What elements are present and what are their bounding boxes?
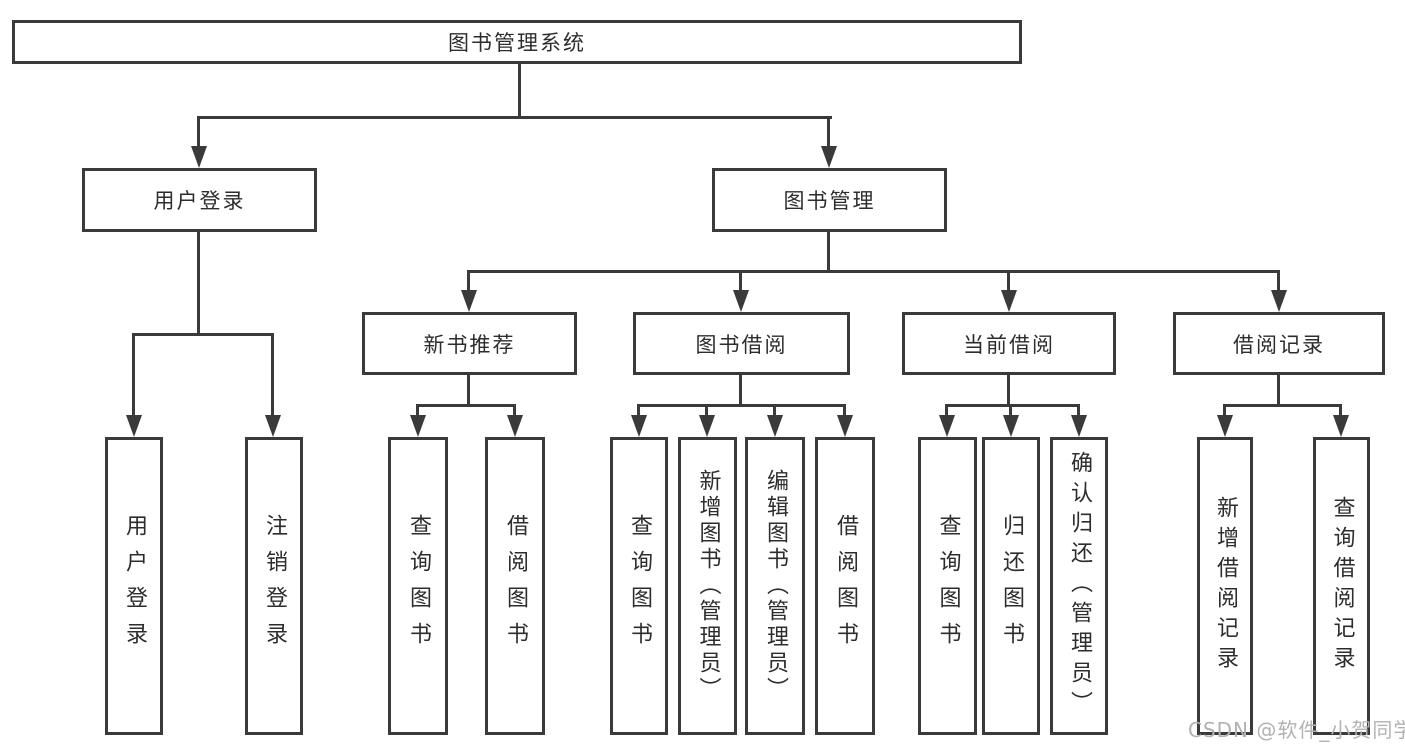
leaf-label: 新增借阅记录 [1213,496,1238,676]
connector-line [197,116,832,119]
connector-line [467,270,470,292]
arrow-down-icon [1071,415,1087,437]
leaf-label: 查询图书 [935,514,961,658]
leaf-label: 确认归还（管理员） [1067,451,1092,721]
node-new-book-recommendation: 新书推荐 [362,312,577,375]
leaf-label: 借阅图书 [503,514,528,658]
arrow-down-icon [1333,415,1349,437]
arrow-down-icon [265,415,281,437]
connector-line [513,404,516,417]
leaf-label: 查询图书 [627,514,652,658]
connector-line [271,333,274,417]
arrow-down-icon [461,290,477,312]
connector-line [739,270,742,292]
node-book-management: 图书管理 [712,168,947,232]
leaf-add-books-admin: 新增图书（管理员） [678,437,737,735]
leaf-label: 归还图书 [999,514,1024,658]
arrow-down-icon [410,415,426,437]
leaf-confirm-return-admin: 确认归还（管理员） [1050,437,1108,735]
connector-line [1007,375,1010,407]
connector-line [827,232,830,273]
leaf-label: 用户登录 [122,514,147,658]
leaf-label: 借阅图书 [833,514,858,658]
arrow-down-icon [191,146,207,168]
connector-line [467,375,470,407]
leaf-borrow-books: 借阅图书 [815,437,875,735]
leaf-borrow-books: 借阅图书 [485,437,545,735]
connector-line [416,404,419,417]
connector-line [843,404,846,417]
connector-line [197,116,200,148]
arrow-down-icon [837,415,853,437]
arrow-down-icon [821,146,837,168]
connector-line [1277,270,1280,292]
leaf-user-login: 用户登录 [105,437,163,735]
connector-line [1223,404,1226,417]
arrow-down-icon [126,415,142,437]
connector-line [132,333,274,336]
node-label: 新书推荐 [423,332,516,357]
arrow-down-icon [699,415,715,437]
connector-line [467,270,1280,273]
leaf-return-books: 归还图书 [982,437,1040,735]
connector-line [637,404,640,417]
node-label: 当前借阅 [963,332,1055,357]
node-library-management-system: 图书管理系统 [12,20,1022,64]
connector-line [1007,270,1010,292]
connector-line [197,232,200,336]
leaf-add-borrow-record: 新增借阅记录 [1197,437,1253,735]
node-user-login: 用户登录 [82,168,317,232]
leaf-query-books: 查询图书 [918,437,977,735]
connector-line [518,64,521,119]
connector-line [1277,375,1280,407]
connector-line [416,404,516,407]
node-borrowing-records: 借阅记录 [1173,312,1385,375]
arrow-down-icon [1001,290,1017,312]
arrow-down-icon [1003,415,1019,437]
csdn-watermark: CSDN @软件_小贺同学 [1188,718,1405,742]
node-label: 图书管理 [783,189,876,213]
arrow-down-icon [767,415,783,437]
node-label: 图书管理系统 [448,31,586,55]
leaf-label: 新增图书（管理员） [695,469,721,703]
leaf-query-books: 查询图书 [610,437,668,735]
arrow-down-icon [939,415,955,437]
connector-line [739,375,742,407]
arrow-down-icon [1271,290,1287,312]
connector-line [827,116,830,148]
node-label: 用户登录 [153,189,246,213]
connector-line [773,404,776,417]
arrow-down-icon [1217,415,1233,437]
leaf-label: 查询图书 [406,514,431,658]
connector-line [945,404,948,417]
node-book-borrowing: 图书借阅 [633,312,850,375]
leaf-query-books: 查询图书 [388,437,448,735]
connector-line [1223,404,1342,407]
node-label: 图书借阅 [695,332,788,357]
connector-line [1077,404,1080,417]
node-label: 借阅记录 [1233,332,1325,357]
leaf-label: 查询借阅记录 [1329,496,1355,676]
connector-line [1339,404,1342,417]
leaf-edit-books-admin: 编辑图书（管理员） [745,437,805,735]
connector-line [1009,404,1012,417]
connector-line [132,333,135,417]
leaf-label: 编辑图书（管理员） [763,469,788,703]
connector-line [945,404,1080,407]
connector-line [705,404,708,417]
leaf-label: 注销登录 [262,514,287,658]
arrow-down-icon [733,290,749,312]
arrow-down-icon [507,415,523,437]
leaf-logout: 注销登录 [245,437,303,735]
leaf-query-borrow-record: 查询借阅记录 [1313,437,1370,735]
arrow-down-icon [631,415,647,437]
connector-line [637,404,846,407]
node-current-borrowing: 当前借阅 [902,312,1116,375]
